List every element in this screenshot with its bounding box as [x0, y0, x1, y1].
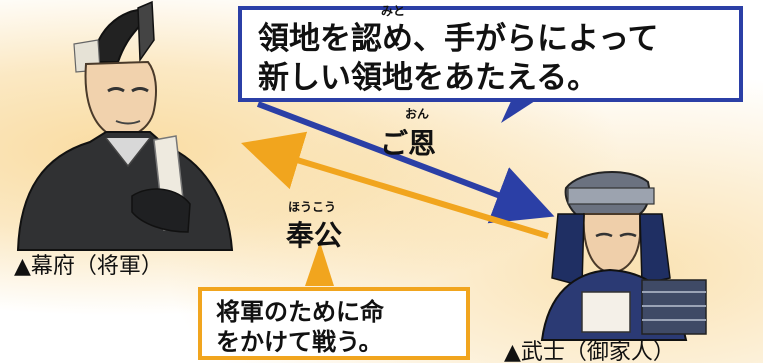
houkou-explanation-line-2: をかけて戦う。 — [216, 328, 383, 356]
samurai-figure-icon — [540, 171, 707, 341]
goon-explanation-line-1: 領地を認め、手がらによって — [258, 21, 659, 57]
houkou-arrow — [241, 131, 549, 239]
houkou-label: 奉公 — [286, 219, 343, 252]
goon-callout-pointer — [501, 99, 538, 123]
goon-explanation-callout: 領地を認め、手がらによって 新しい領地をあたえる。 — [238, 6, 743, 102]
shogun-caption: ▲幕府（将軍） — [14, 254, 163, 279]
houkou-explanation-line-1: 将軍のために命 — [216, 298, 384, 326]
goon-label: ご恩 — [380, 127, 437, 160]
shogun-figure-icon — [16, 0, 234, 251]
goon-callout-ruby: みと — [381, 4, 406, 18]
houkou-ruby: ほうこう — [288, 200, 337, 214]
goon-explanation-line-2: 新しい領地をあたえる。 — [258, 59, 599, 96]
goon-arrow — [256, 101, 555, 224]
houkou-callout-pointer — [305, 242, 334, 286]
houkou-explanation-callout: 将軍のために命 をかけて戦う。 — [198, 287, 470, 360]
samurai-caption: ▲武士（御家人） — [504, 340, 675, 363]
goon-ruby: おん — [405, 107, 430, 121]
